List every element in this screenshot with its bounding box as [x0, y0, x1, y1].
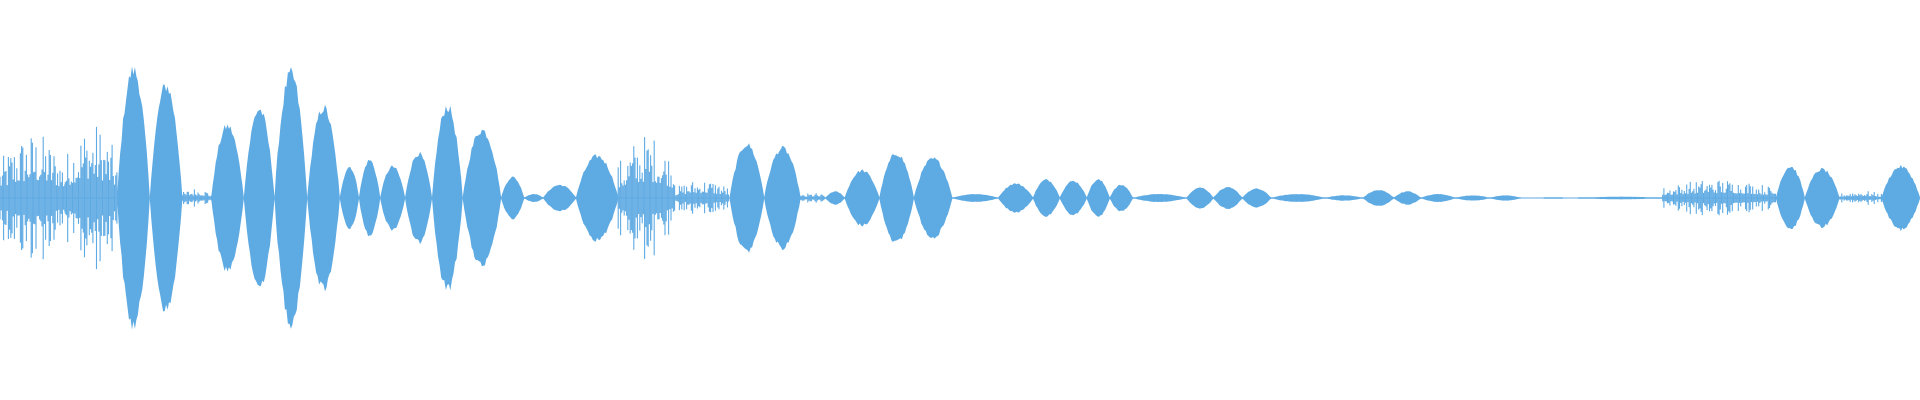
waveform-noise-burst [181, 189, 212, 207]
waveform-lobe [543, 184, 576, 212]
waveform-lobe [1420, 193, 1456, 203]
waveform-lobe [274, 67, 308, 329]
waveform-lobe [501, 176, 525, 220]
waveform-noise-burst [64, 126, 118, 270]
waveform-lobe [729, 143, 765, 253]
waveform-noise-burst [617, 137, 676, 259]
waveform-lobe [1324, 195, 1364, 201]
waveform-lobe [524, 193, 544, 203]
waveform-lobe [1489, 195, 1521, 201]
waveform-lobe [1578, 196, 1663, 200]
waveform-lobe [1804, 168, 1840, 228]
waveform-lobe [359, 159, 381, 237]
waveform-lobe [1059, 180, 1087, 216]
waveform-lobe [117, 66, 150, 330]
waveform-lobe [432, 105, 463, 291]
waveform-lobe [952, 194, 999, 202]
waveform-lobe [1776, 167, 1805, 229]
waveform-lobe [879, 154, 914, 242]
waveform-lobe [405, 151, 432, 245]
waveform-segments [0, 66, 1920, 330]
waveform-lobe [1213, 187, 1243, 209]
waveform-lobe [1881, 164, 1920, 232]
waveform-lobe [1086, 179, 1110, 217]
waveform-lobe [1109, 184, 1133, 212]
waveform-lobe [211, 124, 244, 272]
waveform-lobe [1271, 194, 1325, 202]
waveform-noise-burst [1838, 191, 1882, 205]
waveform-noise-burst [1662, 180, 1777, 216]
waveform-lobe [1033, 179, 1060, 217]
waveform-lobe [844, 169, 880, 227]
waveform-lobe [243, 109, 275, 287]
waveform-lobe [1363, 190, 1394, 206]
waveform-lobe [576, 154, 619, 242]
waveform-lobe [1132, 194, 1187, 202]
waveform-lobe [307, 104, 340, 292]
waveform-lobe [380, 165, 406, 231]
waveform-lobe [1393, 191, 1421, 205]
waveform-lobe [764, 145, 801, 251]
waveform-noise-burst [800, 193, 826, 203]
waveform-lobe [913, 157, 953, 239]
waveform-lobe [149, 84, 183, 312]
waveform-lobe [1455, 195, 1490, 201]
waveform-lobe [1242, 188, 1271, 208]
waveform-lobe [998, 183, 1033, 213]
waveform-lobe [1186, 187, 1214, 209]
waveform-noise-burst [675, 182, 730, 214]
waveform-lobe [1543, 197, 1563, 199]
waveform-noise-burst [0, 136, 66, 260]
waveform-lobe [462, 129, 502, 267]
waveform-lobe [825, 191, 845, 205]
waveform-lobe [339, 167, 359, 229]
